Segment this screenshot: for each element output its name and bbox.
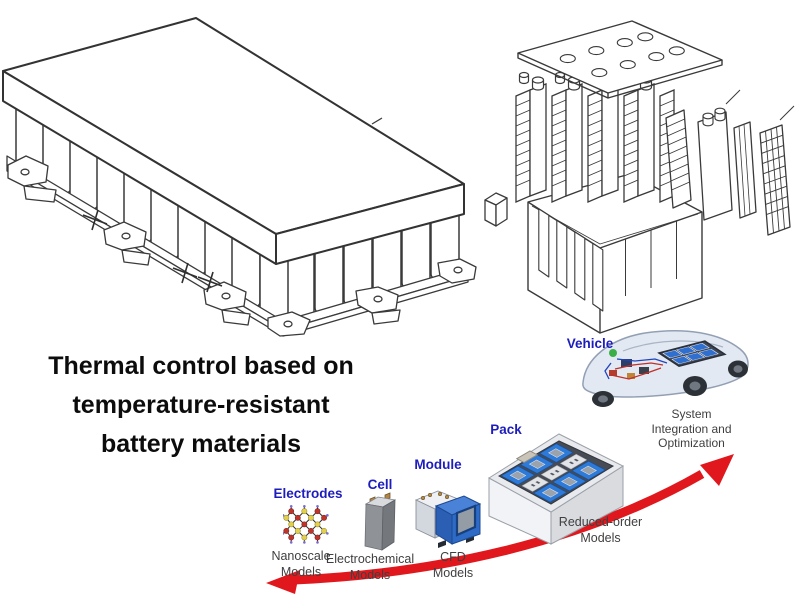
caption-line: temperature-resistant: [72, 391, 330, 419]
model-label-line: Models: [280, 565, 322, 579]
vehicle-icon: [582, 329, 749, 407]
caption: Thermal control based on temperature-res…: [22, 347, 380, 464]
caption-line: battery materials: [100, 430, 302, 458]
stage-label-pack: Pack: [490, 422, 522, 437]
prismatic-cell-icon: [364, 492, 397, 551]
model-label-line: Models: [580, 531, 621, 545]
scale-arrow-icon: [266, 454, 734, 594]
electrode-lattice-icon: [283, 504, 329, 544]
model-label-line: CFD: [440, 550, 466, 564]
model-label-line: System: [671, 407, 712, 421]
model-label-line: Reduced-order: [558, 515, 643, 529]
exploded-battery-module-drawing-icon: [484, 20, 795, 334]
model-label-nanoscale: Nanoscale Models: [258, 548, 344, 580]
model-label-electrochemical: Electrochemical Models: [322, 551, 418, 583]
stage-label-module: Module: [414, 457, 462, 472]
model-label-line: Models: [349, 568, 391, 582]
model-label-system-integration: System Integration and Optimization: [644, 407, 739, 451]
caption-line: Thermal control based on: [48, 352, 354, 380]
model-label-line: Electrochemical: [325, 552, 415, 566]
stage-label-vehicle: Vehicle: [566, 336, 614, 351]
model-label-line: Integration and: [651, 421, 732, 436]
model-label-cfd: CFD Models: [413, 549, 493, 581]
battery-pack-icon: [488, 433, 625, 545]
model-label-reduced-order: Reduced-order Models: [553, 514, 648, 546]
model-label-line: Models: [432, 566, 474, 580]
cylindrical-battery-pack-drawing-icon: [2, 17, 477, 337]
stage-label-electrodes: Electrodes: [273, 486, 343, 501]
battery-module-icon: [414, 490, 482, 548]
stage-label-cell: Cell: [367, 477, 393, 492]
model-label-line: Nanoscale: [271, 549, 331, 563]
model-label-line: Optimization: [658, 436, 725, 450]
